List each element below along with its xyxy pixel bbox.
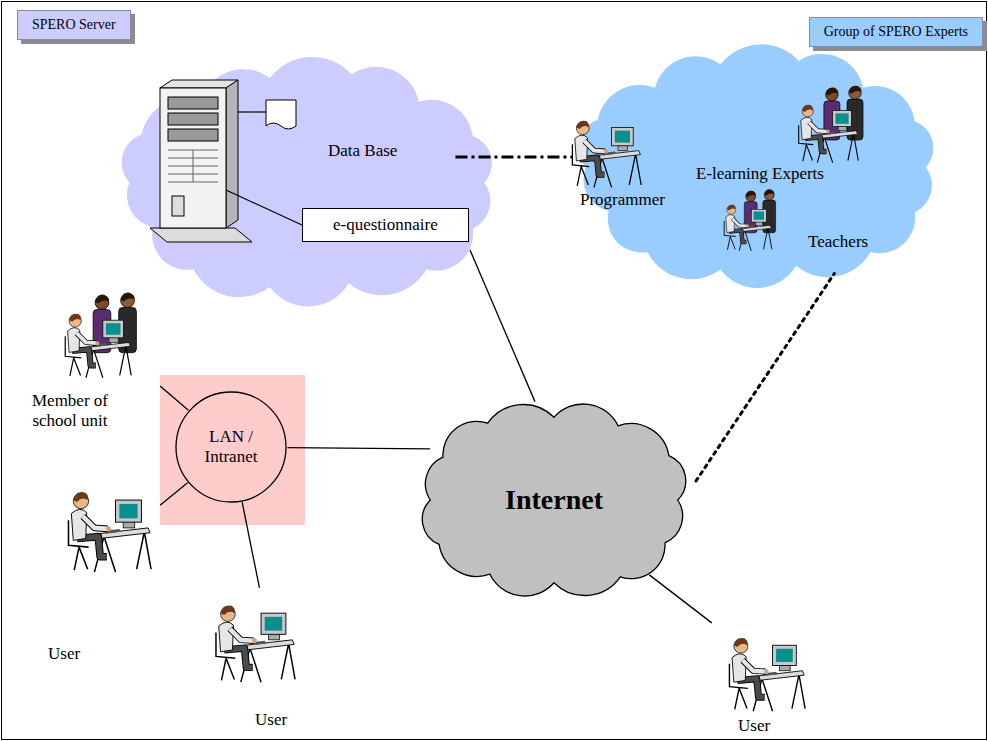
user-label: Member of school unit bbox=[15, 391, 125, 430]
server-tower bbox=[150, 80, 252, 242]
database-label: Data Base bbox=[328, 141, 397, 161]
cloud-outline bbox=[100, 55, 520, 310]
tag-label: Group of SPERO Experts bbox=[824, 24, 968, 40]
server-cloud: Data Base e-questionnaire bbox=[100, 55, 520, 310]
user-figure bbox=[68, 492, 151, 572]
member-figure bbox=[65, 293, 136, 378]
role-label: Programmer bbox=[580, 190, 665, 210]
user-figure bbox=[729, 638, 805, 711]
user-label: User bbox=[48, 644, 80, 664]
workstation: User bbox=[40, 478, 160, 668]
circle-shape bbox=[176, 392, 286, 502]
database-icon bbox=[266, 100, 296, 129]
internet-cloud: Internet bbox=[405, 398, 703, 602]
network-label: Internet bbox=[505, 484, 603, 516]
workstation: User bbox=[200, 588, 305, 733]
experts-cloud: Programmer E-learning ExpertsTeachers bbox=[558, 42, 960, 292]
cloud-shape bbox=[578, 44, 933, 288]
connector bbox=[160, 483, 187, 506]
server-tag: SPERO Server bbox=[17, 10, 131, 40]
box-label: e-questionnaire bbox=[333, 215, 438, 235]
lan-circle: LAN / Intranet bbox=[175, 391, 287, 503]
connector bbox=[287, 448, 430, 449]
experts-figure bbox=[799, 86, 863, 163]
server-link bbox=[238, 111, 266, 112]
role-label: Teachers bbox=[808, 232, 868, 252]
programmer-figure bbox=[572, 121, 641, 188]
questionnaire-box: e-questionnaire bbox=[302, 208, 469, 242]
user-figure bbox=[216, 605, 295, 682]
network-label: LAN / Intranet bbox=[191, 427, 271, 466]
connector bbox=[649, 575, 711, 623]
cloud-shape bbox=[122, 57, 492, 306]
tag-label: SPERO Server bbox=[32, 17, 116, 33]
user-label: User bbox=[738, 716, 770, 736]
cloud-shape bbox=[422, 404, 685, 596]
role-label: E-learning Experts bbox=[696, 164, 824, 184]
connector bbox=[160, 386, 188, 410]
connector bbox=[455, 156, 572, 159]
connector bbox=[242, 502, 259, 588]
workstation: User bbox=[712, 622, 810, 736]
lan-area bbox=[160, 375, 305, 525]
teachers-figure bbox=[724, 189, 775, 251]
connector bbox=[470, 250, 535, 402]
connector bbox=[696, 274, 834, 481]
user-label: User bbox=[255, 710, 287, 730]
server-link bbox=[226, 190, 302, 225]
group-tag: Group of SPERO Experts bbox=[809, 17, 983, 47]
workstation: Member of school unit bbox=[15, 287, 160, 445]
